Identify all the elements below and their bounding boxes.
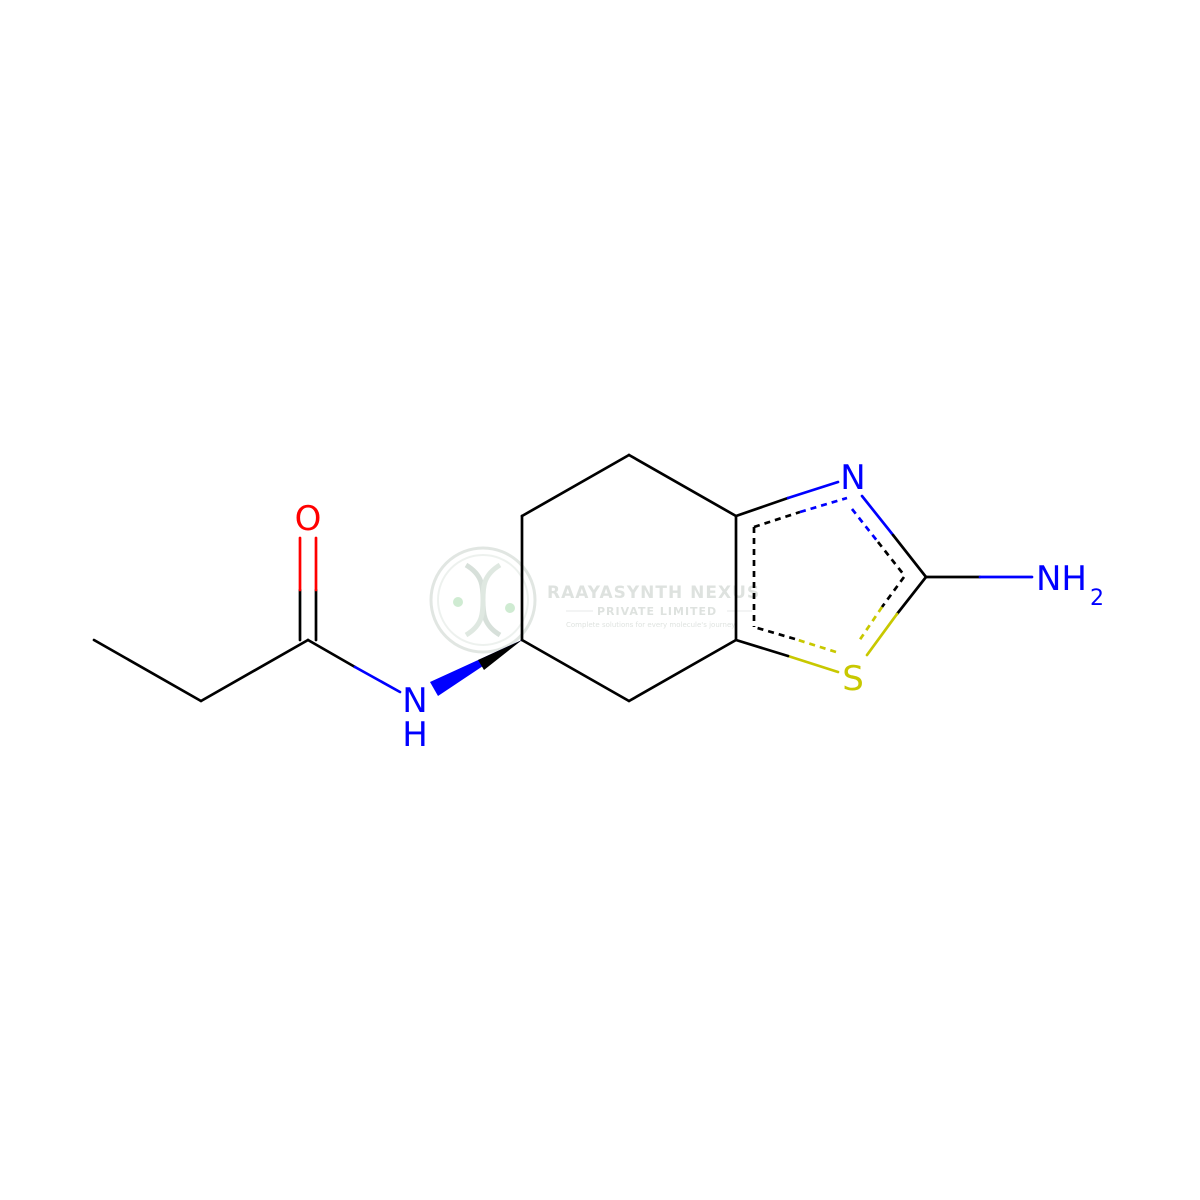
aromatic-s-c10-black	[753, 625, 796, 641]
bond-s-c10-yellow	[786, 654, 840, 674]
bond-c9-n-blue	[786, 480, 840, 500]
bonds	[92, 453, 1034, 703]
atom-oxygen: O	[295, 499, 322, 539]
watermark-subtitle: PRIVATE LIMITED	[597, 605, 717, 618]
wedge-bond-black	[478, 640, 522, 670]
atom-amide-hydrogen: H	[402, 715, 428, 755]
bond-c1-c2	[92, 638, 203, 703]
bond-c8-c9	[627, 453, 738, 518]
atom-ring-nitrogen: N	[840, 458, 865, 498]
bond-c7-c8	[520, 453, 631, 518]
dna-helix-logo	[429, 546, 537, 654]
aromatic-bonds	[752, 496, 906, 654]
watermark-title: RAAYASYNTH NEXUS	[547, 583, 760, 603]
bond-c11-c6	[520, 638, 631, 703]
atom-amine-nh: NH	[1036, 559, 1087, 599]
aromatic-n-c2-blue	[850, 508, 880, 543]
bond-c2-s-yellow	[865, 612, 899, 657]
bond-c10-c11	[627, 638, 738, 703]
aromatic-c2-s-black	[880, 576, 906, 608]
watermark: RAAYASYNTH NEXUS PRIVATE LIMITED Complet…	[429, 546, 760, 654]
bond-c3-n-blue	[353, 665, 402, 694]
bond-n-c2-blue	[860, 494, 895, 537]
bond-c3-n-black	[306, 638, 357, 669]
atom-amine-subscript: 2	[1090, 586, 1104, 611]
aromatic-s-c10-yellow	[794, 637, 837, 654]
aromatic-c9-n-black	[753, 510, 801, 529]
atom-amide-nitrogen: N	[402, 681, 427, 721]
aromatic-n-c2-black	[876, 541, 906, 576]
bond-c9-n-black	[734, 496, 790, 518]
bond-n-c2-black	[891, 533, 928, 579]
aromatic-c9-n-blue	[799, 496, 848, 514]
watermark-tagline: Complete solutions for every molecule's …	[566, 621, 735, 629]
bond-c2-c3	[199, 638, 310, 703]
bond-c2-s-black	[895, 575, 928, 616]
atom-ring-sulfur: S	[842, 659, 864, 699]
aromatic-c2-s-yellow	[857, 606, 884, 642]
atom-labels: O N H N S NH 2	[295, 458, 1104, 755]
bond-s-c10-black	[734, 638, 790, 658]
